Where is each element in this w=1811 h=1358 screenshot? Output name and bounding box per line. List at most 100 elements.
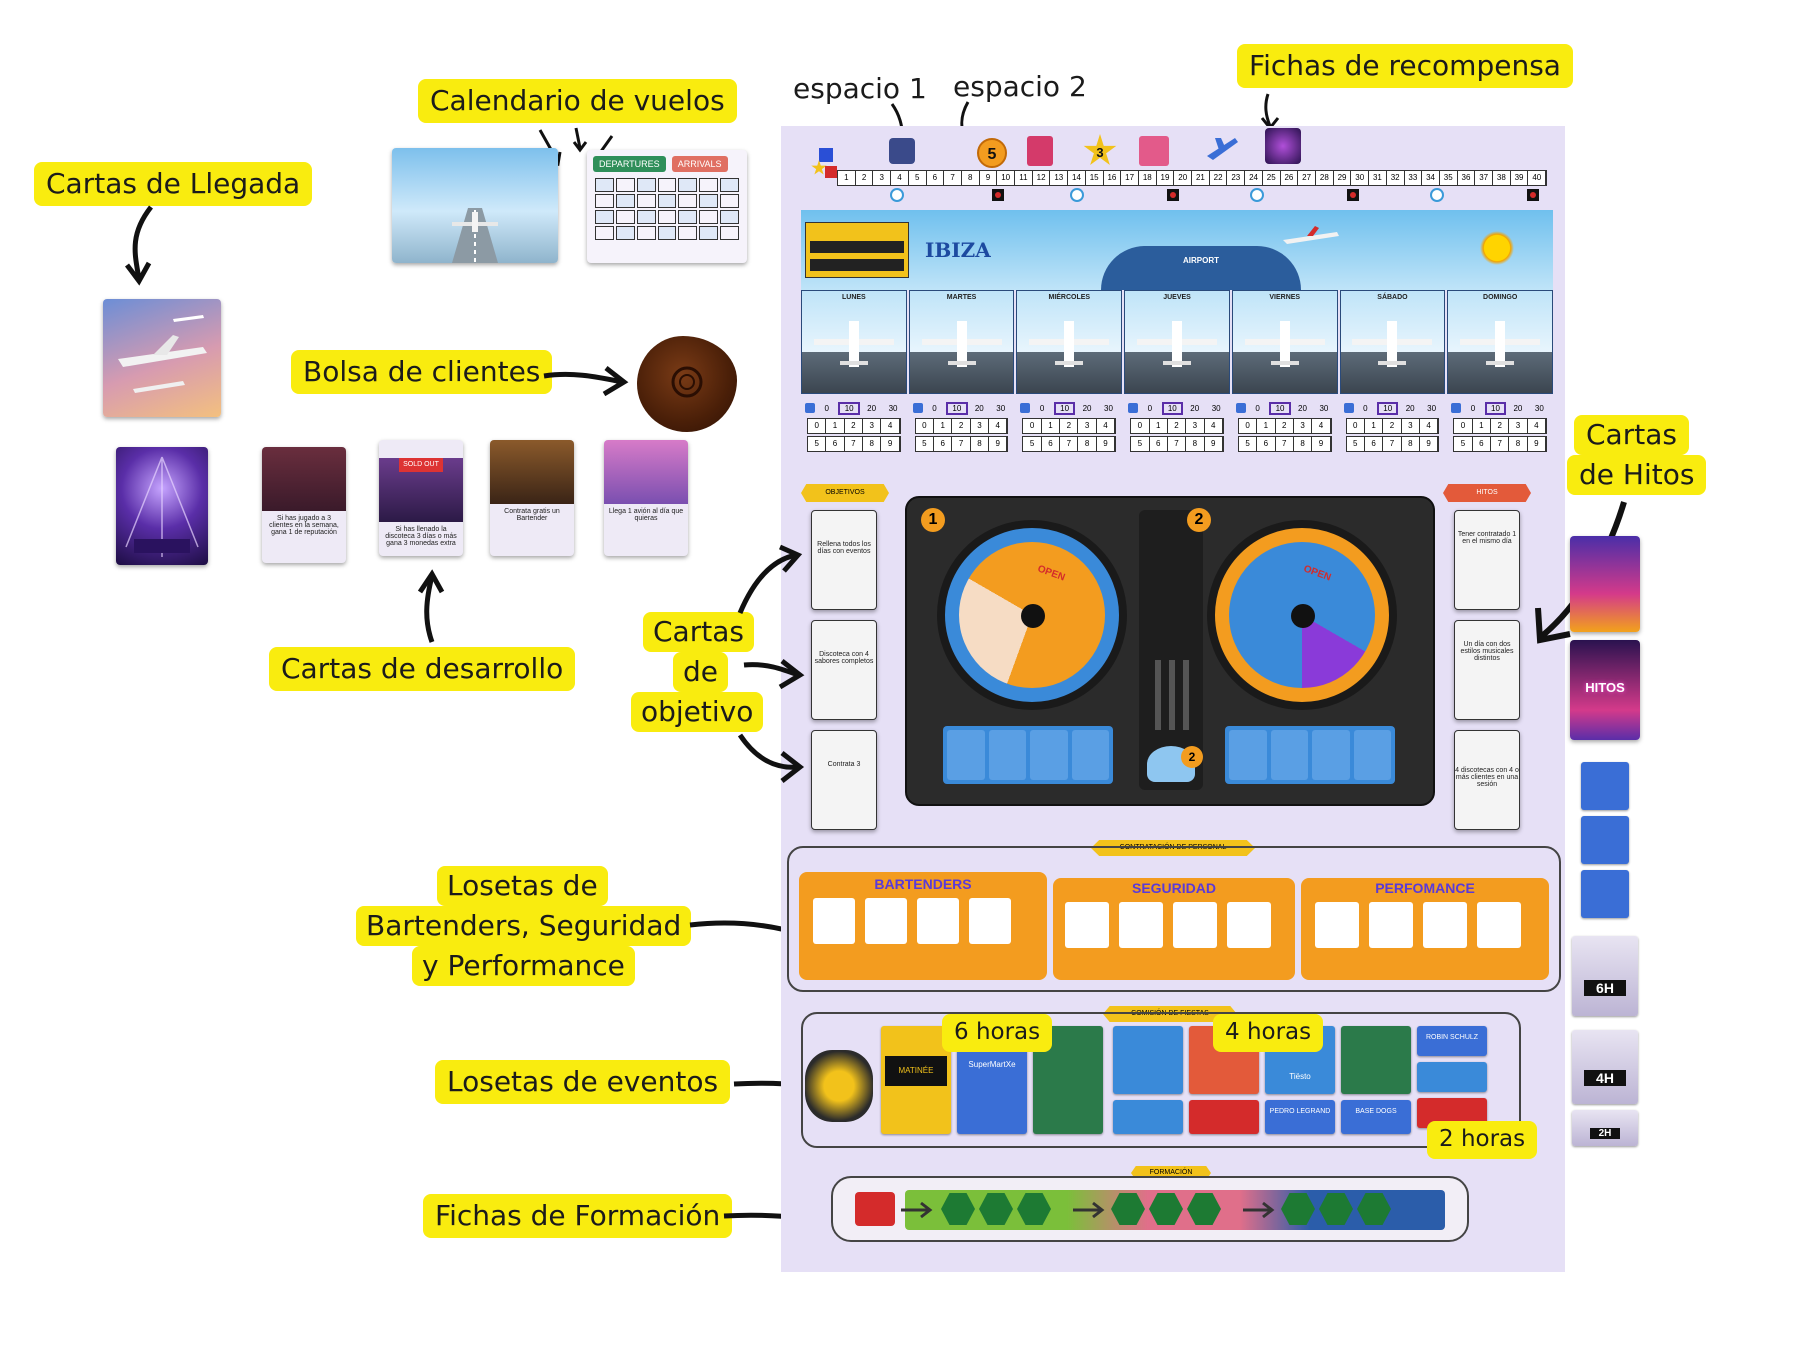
grid-cell[interactable]: 9: [881, 437, 900, 451]
grid-cell[interactable]: 1: [1257, 419, 1276, 433]
grid-cell[interactable]: 8: [1402, 437, 1420, 451]
grid-cell[interactable]: 8: [863, 437, 882, 451]
grid-cell[interactable]: 9: [1312, 437, 1331, 451]
grid-cell[interactable]: 6: [934, 437, 953, 451]
objective-card-3[interactable]: Contrata 3: [811, 730, 877, 830]
grid-cell[interactable]: 0: [1454, 419, 1473, 433]
grid-cell[interactable]: 3: [1078, 419, 1097, 433]
turntable-right[interactable]: [1207, 520, 1397, 710]
event-tile-4[interactable]: [1113, 1026, 1183, 1094]
grid-cell[interactable]: 7: [1060, 437, 1079, 451]
grid-cell[interactable]: 7: [845, 437, 864, 451]
grid-cell[interactable]: 8: [1186, 437, 1205, 451]
grid-cell[interactable]: 3: [1402, 419, 1420, 433]
grid-cell[interactable]: 7: [1491, 437, 1510, 451]
grid-cell[interactable]: 7: [952, 437, 971, 451]
grid-cell[interactable]: 8: [1294, 437, 1313, 451]
event-tile-10[interactable]: [1341, 1026, 1411, 1094]
grid-cell[interactable]: 7: [1276, 437, 1294, 451]
event-tile-1[interactable]: MATINÉE: [881, 1026, 951, 1134]
grid-cell[interactable]: 9: [1097, 437, 1116, 451]
grid-cell[interactable]: 5: [808, 437, 827, 451]
event-tile-5[interactable]: [1113, 1100, 1183, 1134]
grid-cell[interactable]: 0: [1347, 419, 1365, 433]
grid-cell[interactable]: 9: [1205, 437, 1223, 451]
grid-cell[interactable]: 5: [916, 437, 935, 451]
grid-cell[interactable]: 3: [971, 419, 990, 433]
grid-cell[interactable]: 0: [1239, 419, 1258, 433]
grid-cell[interactable]: 4: [881, 419, 900, 433]
label-calendario-vuelos: Calendario de vuelos: [418, 79, 737, 124]
day-runway[interactable]: LUNES: [801, 290, 907, 394]
objective-card-2[interactable]: Discoteca con 4 sabores completos: [811, 620, 877, 720]
grid-cell[interactable]: 0: [916, 419, 935, 433]
formation-token-1[interactable]: [941, 1193, 975, 1225]
grid-cell[interactable]: 6: [1257, 437, 1276, 451]
grid-cell[interactable]: 5: [1131, 437, 1150, 451]
grid-cell[interactable]: 1: [826, 419, 845, 433]
day-runway[interactable]: MARTES: [908, 290, 1015, 394]
turntable-left[interactable]: [937, 520, 1127, 710]
event-tile-13[interactable]: [1417, 1062, 1487, 1092]
grid-cell[interactable]: 8: [971, 437, 990, 451]
milestone-card-2[interactable]: Un día con dos estilos musicales distint…: [1454, 620, 1520, 720]
day-runway[interactable]: JUEVES: [1124, 290, 1230, 394]
grid-cell[interactable]: 3: [1294, 419, 1313, 433]
grid-cell[interactable]: 9: [1528, 437, 1547, 451]
grid-cell[interactable]: 1: [1365, 419, 1384, 433]
grid-cell[interactable]: 6: [1473, 437, 1491, 451]
grid-cell[interactable]: 0: [1023, 419, 1042, 433]
grid-cell[interactable]: 5: [1347, 437, 1365, 451]
day-runway[interactable]: VIERNES: [1231, 290, 1338, 394]
event-tile-11[interactable]: BASE DOGS: [1341, 1100, 1411, 1134]
grid-cell[interactable]: 8: [1078, 437, 1097, 451]
grid-cell[interactable]: 0: [808, 419, 827, 433]
grid-cell[interactable]: 6: [1150, 437, 1168, 451]
grid-cell[interactable]: 4: [1528, 419, 1547, 433]
event-tile-7[interactable]: [1189, 1100, 1259, 1134]
grid-cell[interactable]: 5: [1239, 437, 1258, 451]
milestone-card-1[interactable]: Tener contratado 1 en el mismo día: [1454, 510, 1520, 610]
grid-cell[interactable]: 4: [1097, 419, 1116, 433]
grid-cell[interactable]: 2: [1168, 419, 1187, 433]
grid-cell[interactable]: 2: [1491, 419, 1510, 433]
day-runway[interactable]: DOMINGO: [1447, 290, 1554, 394]
grid-cell[interactable]: 6: [1365, 437, 1384, 451]
event-tile-9[interactable]: PEDRO LEGRAND: [1265, 1100, 1335, 1134]
formation-token-2[interactable]: [979, 1193, 1013, 1225]
grid-cell[interactable]: 1: [1150, 419, 1168, 433]
grid-cell[interactable]: 1: [1473, 419, 1491, 433]
event-tile-12[interactable]: ROBIN SCHULZ: [1417, 1026, 1487, 1056]
grid-cell[interactable]: 4: [1205, 419, 1223, 433]
grid-cell[interactable]: 1: [1042, 419, 1061, 433]
grid-cell[interactable]: 2: [1276, 419, 1294, 433]
track-cell: 35: [1440, 171, 1458, 185]
grid-cell[interactable]: 2: [952, 419, 971, 433]
mixer[interactable]: [1139, 510, 1203, 790]
grid-cell[interactable]: 6: [826, 437, 845, 451]
grid-cell[interactable]: 4: [1420, 419, 1439, 433]
grid-cell[interactable]: 0: [1131, 419, 1150, 433]
grid-cell[interactable]: 2: [1383, 419, 1402, 433]
grid-cell[interactable]: 3: [863, 419, 882, 433]
objective-card-1[interactable]: Rellena todos los días con eventos: [811, 510, 877, 610]
grid-cell[interactable]: 4: [989, 419, 1008, 433]
grid-cell[interactable]: 2: [845, 419, 864, 433]
grid-cell[interactable]: 5: [1454, 437, 1473, 451]
day-runway[interactable]: MIÉRCOLES: [1016, 290, 1123, 394]
grid-cell[interactable]: 5: [1023, 437, 1042, 451]
grid-cell[interactable]: 7: [1383, 437, 1402, 451]
grid-cell[interactable]: 7: [1168, 437, 1187, 451]
day-runway[interactable]: SÁBADO: [1339, 290, 1446, 394]
grid-cell[interactable]: 8: [1509, 437, 1528, 451]
grid-cell[interactable]: 3: [1186, 419, 1205, 433]
grid-cell[interactable]: 4: [1312, 419, 1331, 433]
grid-cell[interactable]: 3: [1509, 419, 1528, 433]
grid-cell[interactable]: 2: [1060, 419, 1079, 433]
grid-cell[interactable]: 6: [1042, 437, 1061, 451]
grid-cell[interactable]: 9: [989, 437, 1008, 451]
grid-cell[interactable]: 9: [1420, 437, 1439, 451]
milestone-card-3[interactable]: 4 discotecas con 4 o más clientes en una…: [1454, 730, 1520, 830]
grid-cell[interactable]: 1: [934, 419, 953, 433]
